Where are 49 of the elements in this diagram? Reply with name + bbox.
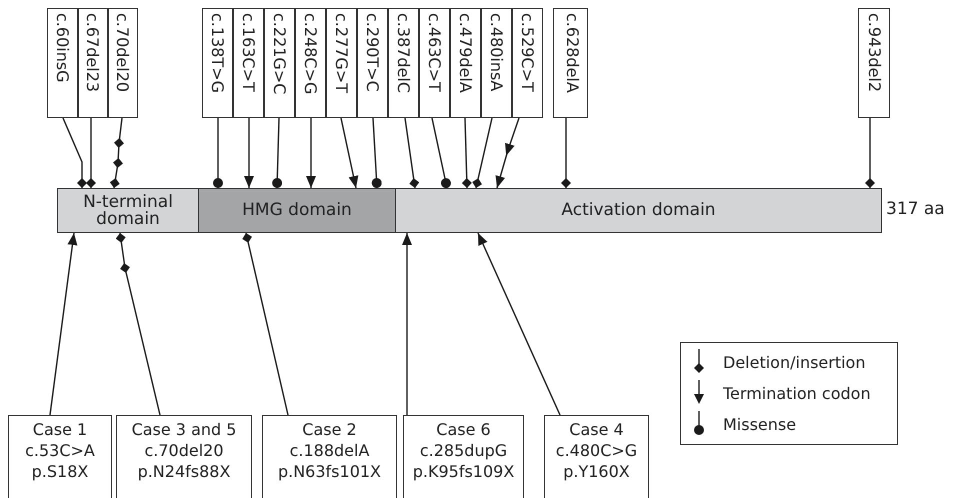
leader-line (213, 118, 223, 188)
leader-line (340, 118, 358, 188)
leader-line (244, 118, 254, 188)
protein-length-label: 317 aa (886, 199, 945, 219)
mutation-callout: c.290T>C (357, 8, 388, 118)
mutation-callout: c.67del23 (78, 8, 108, 118)
case-box: Case 2 c.188delA p.N63fs101X (262, 415, 397, 498)
leader-line (477, 232, 561, 416)
leader-line (49, 232, 78, 416)
mutation-callout: c.221G>C (264, 8, 295, 118)
case-box: Case 6 c.285dupG p.K95fs109X (403, 415, 524, 498)
leader-line (431, 118, 451, 188)
leader-line (402, 233, 412, 415)
leader-line (462, 118, 472, 188)
case-box: Case 3 and 5 c.70del20 p.N24fs88X (116, 415, 252, 498)
leader-line (496, 118, 520, 188)
leader-line (865, 118, 875, 188)
mutation-callout: c.70del20 (108, 8, 138, 118)
case-box: Case 4 c.480C>G p.Y160X (544, 415, 649, 498)
mutation-callout: c.277G>T (326, 8, 357, 118)
mutation-callout: c.60insG (47, 8, 78, 118)
mutation-callout: c.387delC (388, 8, 419, 118)
leader-line (561, 118, 571, 188)
mutation-callout: c.529C>T (512, 8, 543, 118)
leader-line (404, 118, 420, 188)
protein-domain-bar: HMG domain (198, 188, 396, 233)
case-box: Case 1 c.53C>A p.S18X (8, 415, 112, 498)
mutation-callout: c.479delA (450, 8, 481, 118)
leader-line (62, 118, 87, 188)
mutation-callout: c.943del2 (858, 8, 890, 118)
mutation-callout: c.463C>T (419, 8, 450, 118)
leader-line (110, 118, 124, 188)
leader-line (86, 118, 96, 188)
leader-line (272, 118, 282, 188)
protein-domain-bar: Activation domain (395, 188, 882, 233)
mutation-callout: c.163C>T (233, 8, 264, 118)
mutation-callout: c.138T>G (202, 8, 233, 118)
leader-line (242, 232, 289, 416)
leader-line (472, 118, 493, 188)
leader-line (306, 118, 316, 188)
mutation-callout: c.480insA (481, 8, 512, 118)
legend-text: Missense (723, 415, 796, 434)
leader-line (372, 118, 382, 188)
legend-text: Deletion/insertion (723, 353, 866, 372)
mutation-callout: c.628delA (553, 8, 588, 118)
mutation-callout: c.248C>G (295, 8, 326, 118)
leader-line (116, 232, 161, 416)
protein-domain-bar: N-terminal domain (57, 188, 199, 233)
legend-text: Termination codon (723, 384, 871, 403)
